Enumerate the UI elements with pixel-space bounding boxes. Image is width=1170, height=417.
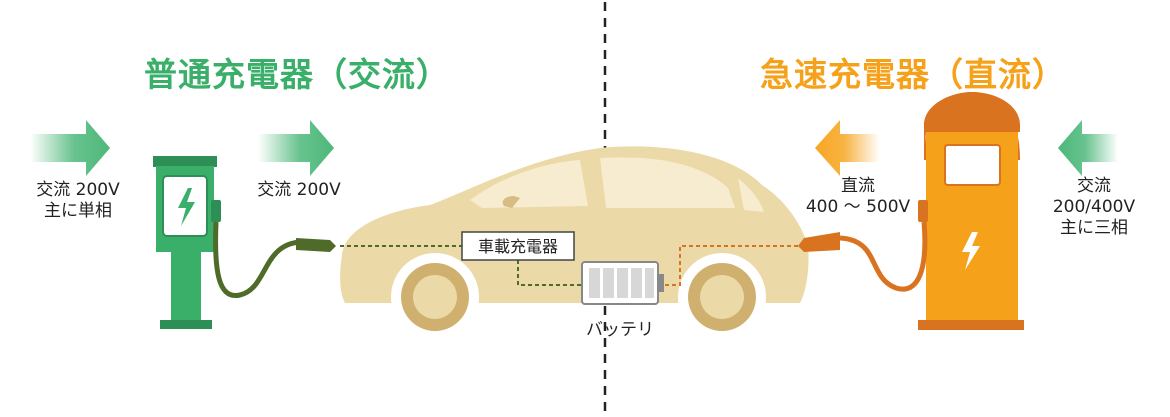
arrow-right-output-icon [815, 120, 880, 176]
normal-charger-station-icon [153, 156, 336, 329]
battery-label: バッテリ [586, 320, 654, 340]
onboard-charger-label: 車載充電器 [477, 237, 558, 256]
dc-wiring [665, 245, 800, 286]
right-output-label: 直流 400 ～ 500V [805, 176, 911, 217]
left-input-label: 交流 200V 主に単相 [36, 180, 120, 221]
normal-charger-title: 普通充電器（交流） [144, 55, 450, 94]
left-output-label: 交流 200V [257, 180, 341, 200]
battery-icon [581, 261, 664, 305]
arrow-right-input-icon [1058, 120, 1118, 176]
quick-charger-title: 急速充電器（直流） [760, 55, 1066, 94]
arrow-left-output-icon [258, 120, 334, 176]
quick-charger-station-icon [798, 92, 1024, 330]
charger-to-battery-wiring [517, 260, 582, 286]
onboard-charger-box [461, 231, 575, 261]
right-input-label: 交流 200/400V 主に三相 [1052, 176, 1136, 238]
car-icon [340, 146, 809, 341]
arrow-left-input-icon [30, 120, 110, 176]
